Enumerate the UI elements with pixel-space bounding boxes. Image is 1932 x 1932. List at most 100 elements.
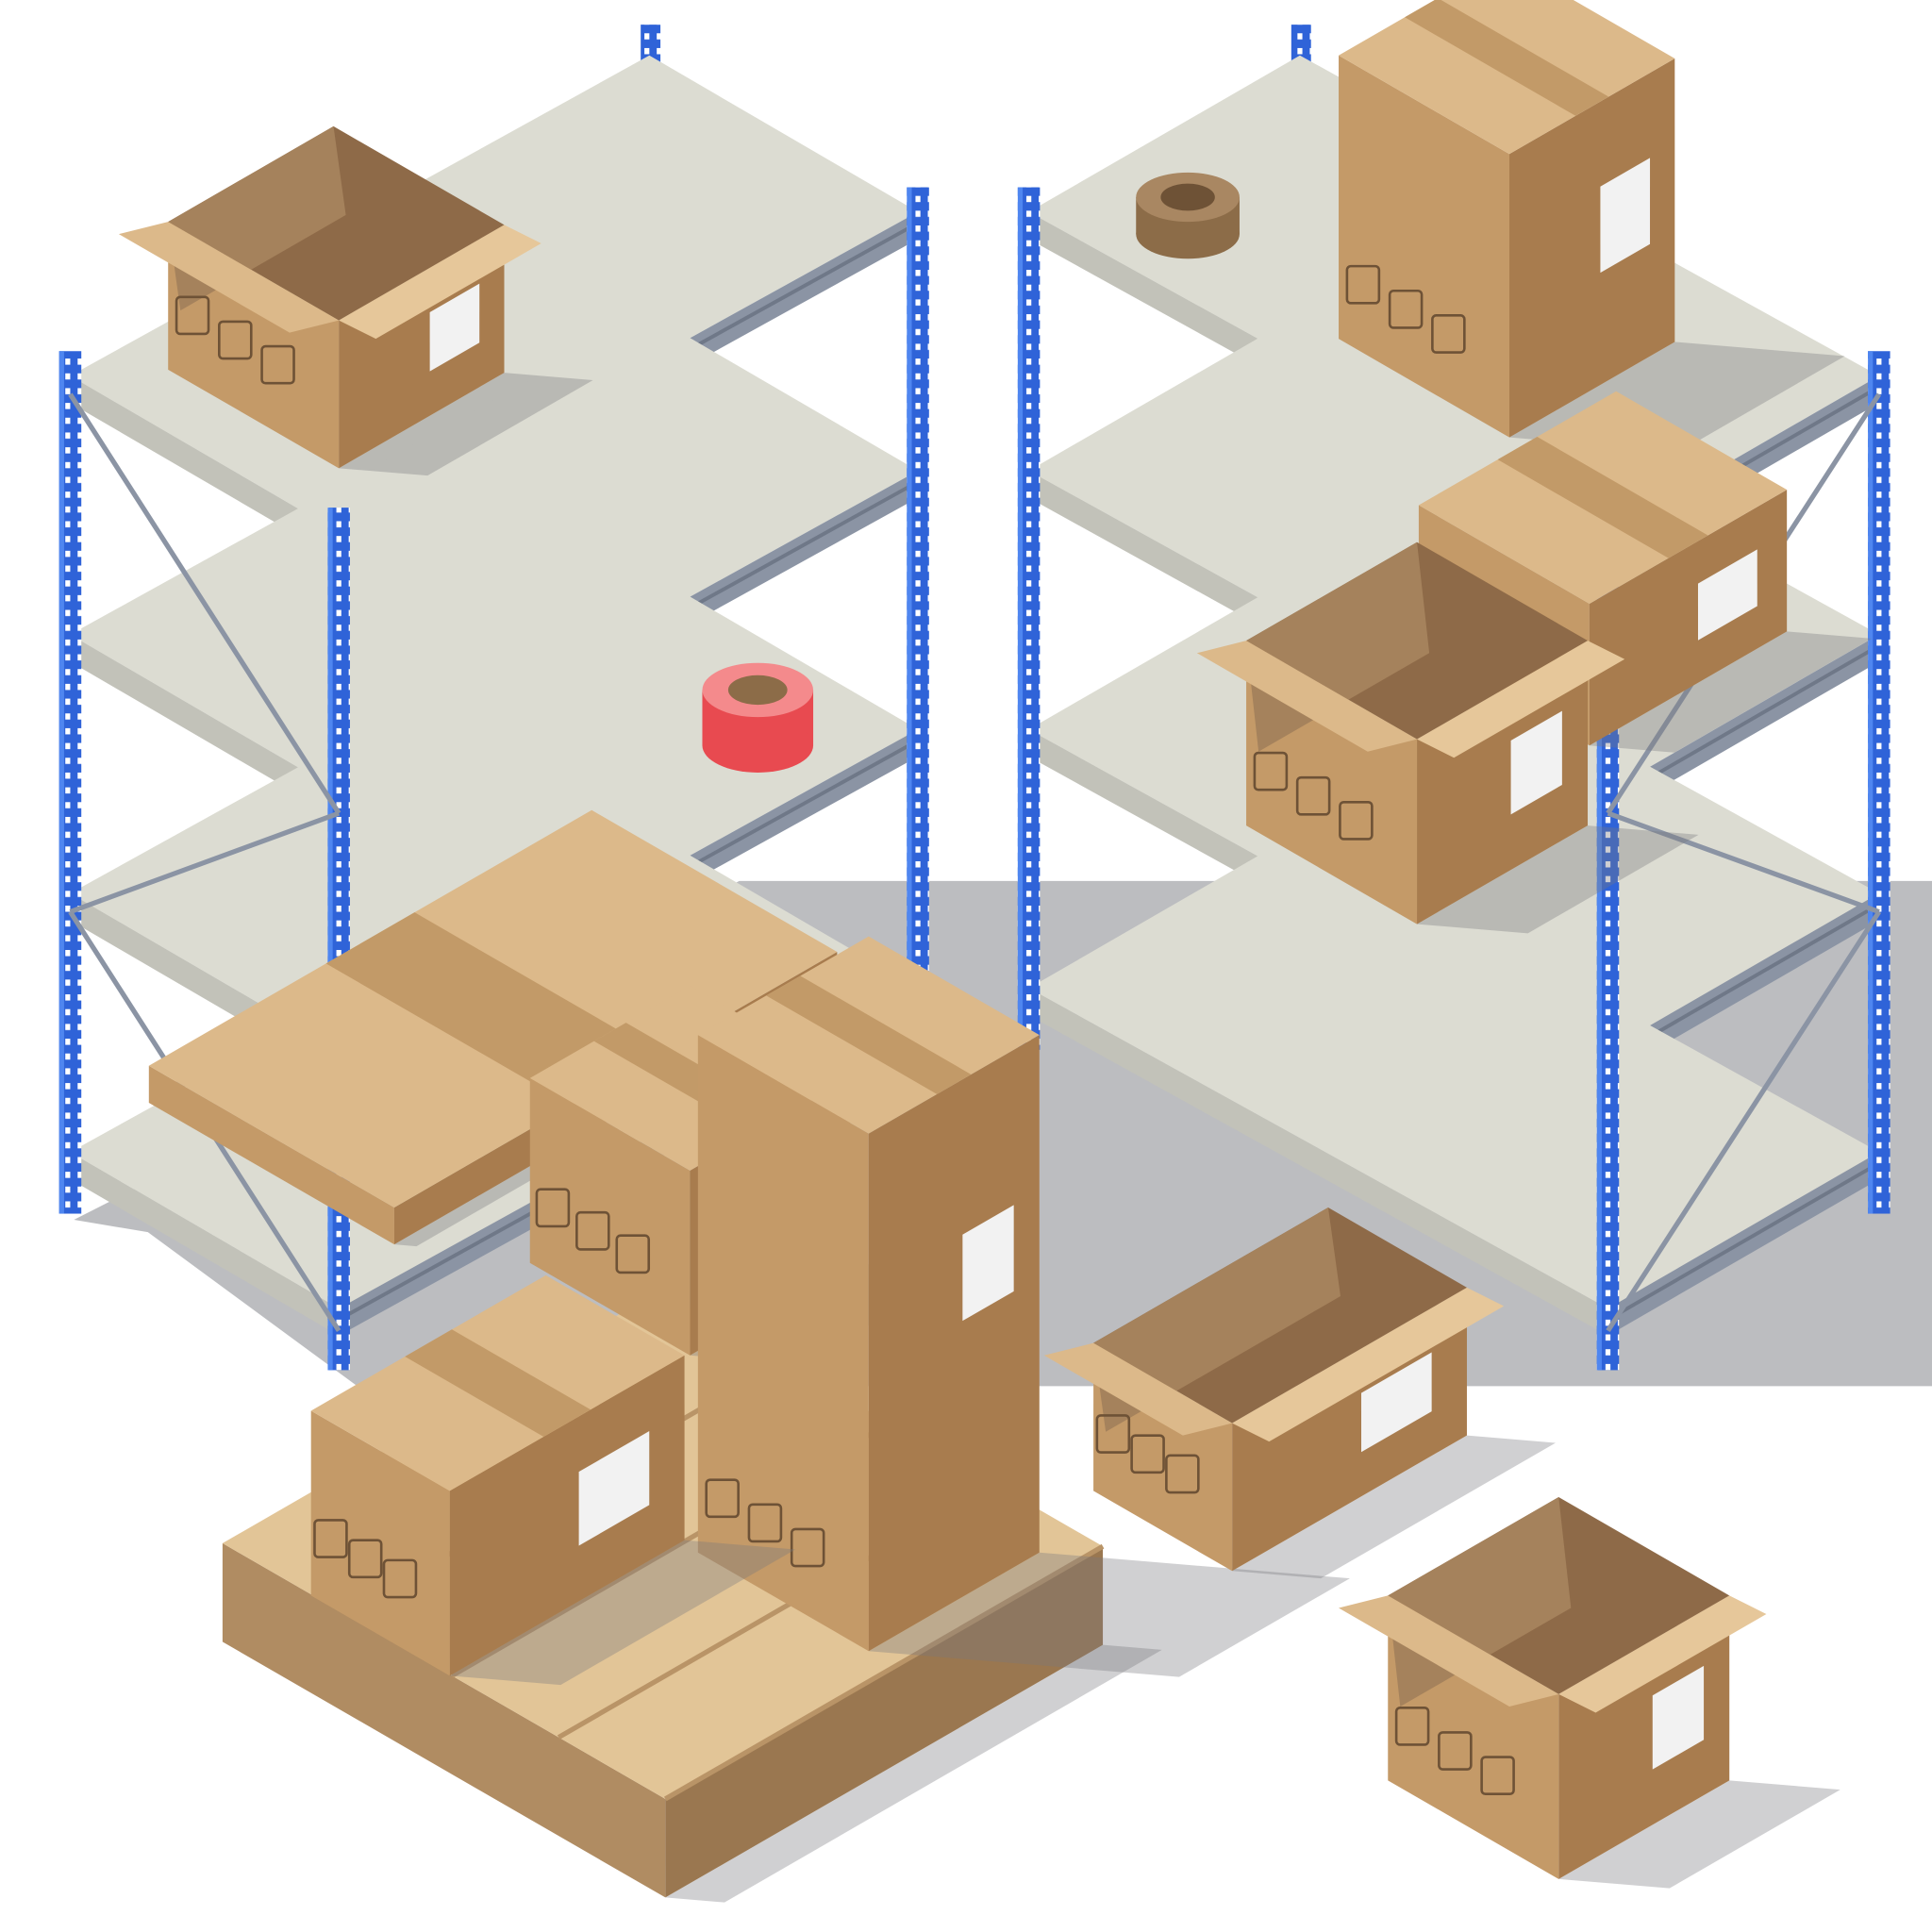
this-way-up-icon [382, 1558, 418, 1599]
right-post [907, 187, 929, 1050]
box-right-face [1509, 58, 1675, 438]
umbrella-icon [175, 295, 210, 336]
umbrella-icon [1345, 264, 1381, 305]
box-flap [1232, 1287, 1505, 1442]
umbrella-icon [1394, 1706, 1430, 1746]
shipping-label [962, 1205, 1014, 1322]
shelf-surface [1028, 831, 1879, 1309]
cross-brace [69, 810, 341, 914]
box-shadow [665, 1644, 1162, 1903]
shelf-surface [70, 314, 919, 791]
box-left-face [697, 1035, 869, 1652]
packing-tape [1497, 437, 1708, 558]
left-post [1017, 187, 1041, 1050]
shelf-beam [1607, 634, 1879, 819]
umbrella-icon [535, 1188, 571, 1228]
left-post-highlight [58, 351, 64, 1214]
tape-roll-core [1160, 183, 1215, 211]
recycle-icon [1388, 289, 1424, 329]
front-post-highlight [1596, 508, 1602, 1371]
this-way-up-icon [1431, 314, 1466, 354]
cross-brace [1606, 910, 1882, 1333]
this-way-up-icon [1165, 1454, 1200, 1494]
box-top-face [1339, 0, 1675, 155]
brown-tape-roll [1136, 172, 1240, 259]
box-right-face [449, 1355, 685, 1676]
box-shadow [1417, 825, 1699, 934]
shipping-label [1652, 1665, 1705, 1770]
box-flap [1417, 641, 1625, 758]
recycle-icon [747, 1503, 783, 1543]
this-way-up-icon [260, 344, 295, 385]
umbrella-icon [313, 1519, 348, 1558]
shelf-edge [1028, 988, 1608, 1336]
box-pallet-front [310, 1274, 796, 1686]
box-shadow [449, 1540, 796, 1686]
box-right-face [1589, 490, 1788, 746]
box-flap [118, 222, 340, 333]
box-flap [1558, 1595, 1767, 1713]
box-flap [1196, 641, 1418, 752]
cross-brace [68, 392, 341, 815]
this-way-up-icon [790, 1527, 825, 1568]
shipping-label [1600, 158, 1651, 274]
this-way-up-icon [1339, 800, 1374, 841]
taped-box-top-right-shelf [1339, 0, 1845, 452]
box-right-face [665, 1546, 1104, 1898]
shelf-beam [1607, 1152, 1879, 1336]
shipping-label [1697, 549, 1757, 641]
box-inner-wall [1093, 1208, 1341, 1432]
this-way-up-icon [615, 1234, 651, 1274]
shelf-edge [70, 1152, 340, 1336]
cross-brace [1607, 810, 1880, 914]
right-post-highlight [1868, 351, 1874, 1214]
packing-tape [1405, 0, 1609, 116]
box-shadow [868, 1552, 1350, 1677]
this-way-up-icon [1480, 1756, 1515, 1796]
beam-groove [1607, 1161, 1880, 1322]
tape-roll-bottom [702, 718, 814, 773]
pallet-slat-gap [663, 1543, 1105, 1802]
box-right-face [1558, 1595, 1730, 1879]
tape-roll-bottom [1136, 209, 1240, 259]
shipping-label [1360, 1352, 1432, 1453]
open-box-floor-front [1339, 1496, 1840, 1889]
box-left-face [222, 1542, 666, 1898]
tape-roll-core [727, 675, 788, 706]
box-shadow [339, 373, 593, 476]
box-left-face [148, 1065, 394, 1245]
front-post-highlight [327, 508, 333, 1371]
red-white-tape-roll [702, 662, 814, 773]
box-right-face [1417, 641, 1589, 924]
open-box-top-left-shelf [118, 125, 593, 476]
recycle-icon [218, 320, 253, 360]
shelf-edge [70, 634, 340, 819]
packing-tape [405, 1329, 591, 1437]
shipping-label [1510, 710, 1562, 815]
box-flap [1339, 1595, 1559, 1707]
recycle-icon [575, 1210, 610, 1251]
recycle-icon [347, 1539, 383, 1579]
shelf-edge [70, 375, 340, 559]
umbrella-icon [1253, 751, 1289, 791]
shelf-beam [1607, 892, 1879, 1077]
recycle-icon [1295, 775, 1331, 816]
open-box-floor [1043, 1208, 1557, 1579]
box-shadow [1558, 1780, 1840, 1889]
recycle-icon [1130, 1434, 1165, 1474]
box-flap [1043, 1342, 1233, 1436]
recycle-icon [1438, 1731, 1473, 1771]
open-box-right-shelf [1196, 541, 1699, 934]
left-post [58, 351, 82, 1214]
shipping-label [578, 1431, 650, 1546]
right-post [1868, 351, 1890, 1214]
box-shadow [1232, 1435, 1557, 1579]
shipping-label [429, 283, 480, 372]
box-flap [339, 225, 541, 340]
packing-tape [766, 975, 972, 1094]
umbrella-icon [705, 1478, 740, 1519]
box-left-face [1339, 55, 1509, 438]
tall-box-stack [697, 936, 1350, 1677]
left-post-highlight [1017, 187, 1024, 1050]
